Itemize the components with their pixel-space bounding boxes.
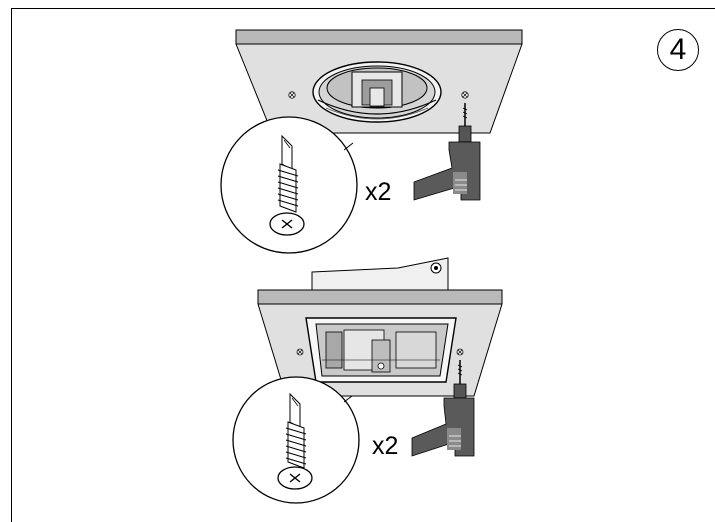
- power-screwdriver-icon: [411, 360, 475, 457]
- screw-hole-right: [461, 91, 469, 99]
- step-number-badge: 4: [657, 29, 699, 71]
- screw-detail-circle-top: [220, 116, 358, 254]
- screw-detail-circle-bottom: [232, 376, 360, 504]
- screw-hole-right: [456, 348, 464, 356]
- quantity-label-bottom: x2: [372, 432, 399, 460]
- housing-box: [311, 257, 449, 291]
- panel-top-edge: [257, 289, 503, 305]
- page-left-border: [11, 8, 12, 522]
- quantity-label-top: x2: [365, 178, 392, 206]
- screw-hole-left: [296, 348, 304, 356]
- self-drilling-screw-icon: [277, 392, 313, 490]
- square-fitting: [305, 317, 457, 383]
- screw-hole-left: [288, 91, 296, 99]
- page-top-border: [11, 8, 715, 9]
- power-screwdriver-icon: [413, 103, 481, 201]
- round-fitting: [312, 61, 442, 123]
- self-drilling-screw-icon: [269, 134, 305, 236]
